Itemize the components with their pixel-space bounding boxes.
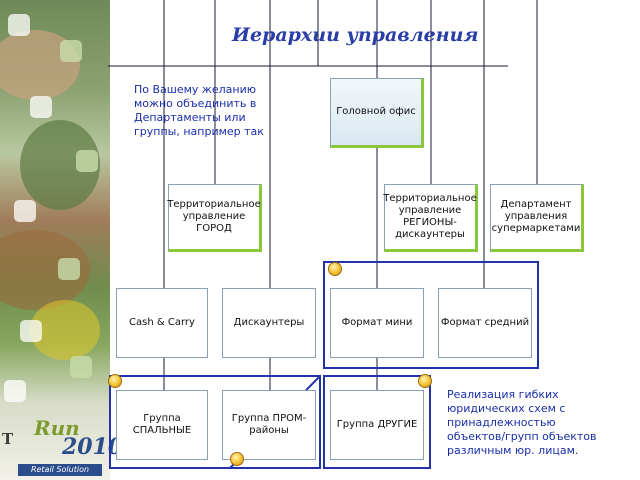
node-format-mid: Формат средний [438, 288, 532, 358]
logo-word-year: 2010 [62, 434, 124, 460]
node-terr-city-label: Территориальное управление ГОРОД [167, 199, 261, 234]
node-dept-super: Департамент управления супермаркетами [490, 184, 584, 252]
marker-dot-icon [108, 374, 122, 388]
node-head-office: Головной офис [330, 78, 424, 148]
node-dept-super-label: Департамент управления супермаркетами [491, 199, 581, 234]
note-bottom: Реализация гибких юридических схем с при… [447, 388, 597, 457]
node-terr-regions: Территориальное управление РЕГИОНЫ- диск… [383, 184, 478, 252]
node-discounters-label: Дискаунтеры [233, 317, 305, 328]
logo-tagline: Retail Solution [18, 464, 102, 476]
logo-word-run: Run [34, 416, 80, 440]
node-head-office-label: Головной офис [336, 106, 416, 117]
node-discounters: Дискаунтеры [222, 288, 316, 358]
node-group-sleep-label: Группа СПАЛЬНЫЕ [132, 413, 192, 436]
marker-dot-icon [418, 374, 432, 388]
node-terr-city: Территориальное управление ГОРОД [167, 184, 262, 252]
marker-dot-icon [328, 262, 342, 276]
node-group-other: Группа ДРУГИЕ [330, 390, 424, 460]
page-title: Иерархии управления [232, 24, 479, 46]
marker-dot-icon [230, 452, 244, 466]
decorative-photo-strip: T Run 2010 Retail Solution [0, 0, 123, 480]
node-cash-carry: Cash & Carry [116, 288, 208, 358]
node-group-sleep: Группа СПАЛЬНЫЕ [116, 390, 208, 460]
node-group-other-label: Группа ДРУГИЕ [336, 419, 418, 430]
node-format-mid-label: Формат средний [440, 317, 530, 328]
node-cash-carry-label: Cash & Carry [129, 317, 195, 328]
node-group-prom: Группа ПРОМ-районы [222, 390, 316, 460]
run2010-logo: T Run 2010 Retail Solution [0, 408, 123, 480]
logo-prefix: T [2, 430, 14, 448]
node-format-mini-label: Формат мини [341, 317, 413, 328]
note-top: По Вашему желанию можно объединить в Деп… [134, 83, 264, 138]
node-terr-regions-label: Территориальное управление РЕГИОНЫ- диск… [383, 193, 477, 240]
node-group-prom-label: Группа ПРОМ-районы [231, 413, 307, 436]
node-format-mini: Формат мини [330, 288, 424, 358]
